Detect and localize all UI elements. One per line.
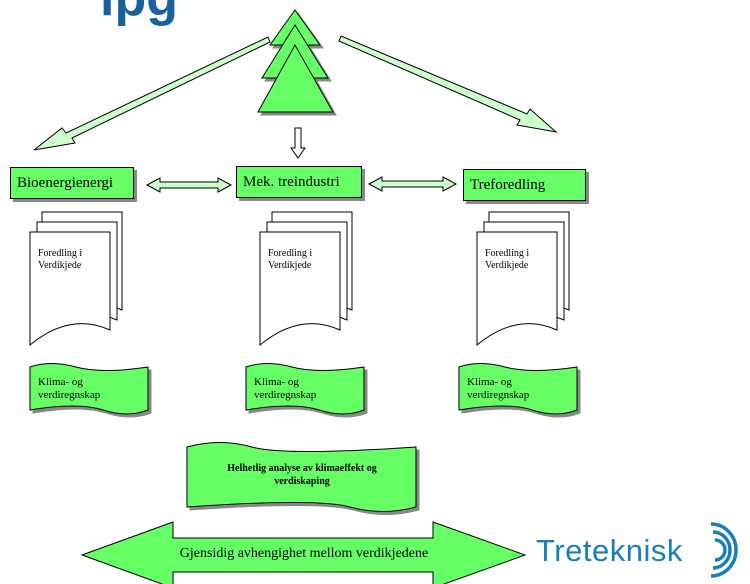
document-stack-bio [29, 211, 123, 347]
arrow-to-bioenergi [33, 36, 271, 151]
double-arrow-right [367, 176, 458, 192]
double-arrow-left [145, 177, 233, 193]
tree-icon [257, 9, 334, 113]
bottom-double-arrow [80, 521, 527, 584]
sector-label-treforedling: Treforedling [470, 176, 546, 193]
document-stack-mek [259, 211, 353, 347]
sector-label-mek: Mek. treindustri [243, 173, 340, 190]
sector-label-bioenergi: Bioenergienergi [17, 174, 114, 191]
climate-wave-tre [458, 363, 578, 415]
page-title-fragment: lpg [100, 0, 178, 28]
analysis-wave [186, 442, 417, 512]
arrow-to-treforedling [338, 35, 558, 133]
arrow-down-to-mek [290, 127, 306, 159]
climate-wave-bio [29, 363, 149, 415]
sector-box-mek: Mek. treindustri [236, 166, 362, 198]
treteknisk-logo: Treteknisk [536, 533, 683, 568]
climate-wave-mek [245, 363, 365, 415]
document-stack-tre [476, 211, 570, 347]
treteknisk-logo-icon [710, 522, 738, 578]
bottom-arrow-label: Gjensidig avhengighet mellom verdikjeden… [179, 546, 429, 561]
sector-box-bioenergi: Bioenergienergi [10, 167, 134, 199]
sector-box-treforedling: Treforedling [463, 169, 586, 201]
